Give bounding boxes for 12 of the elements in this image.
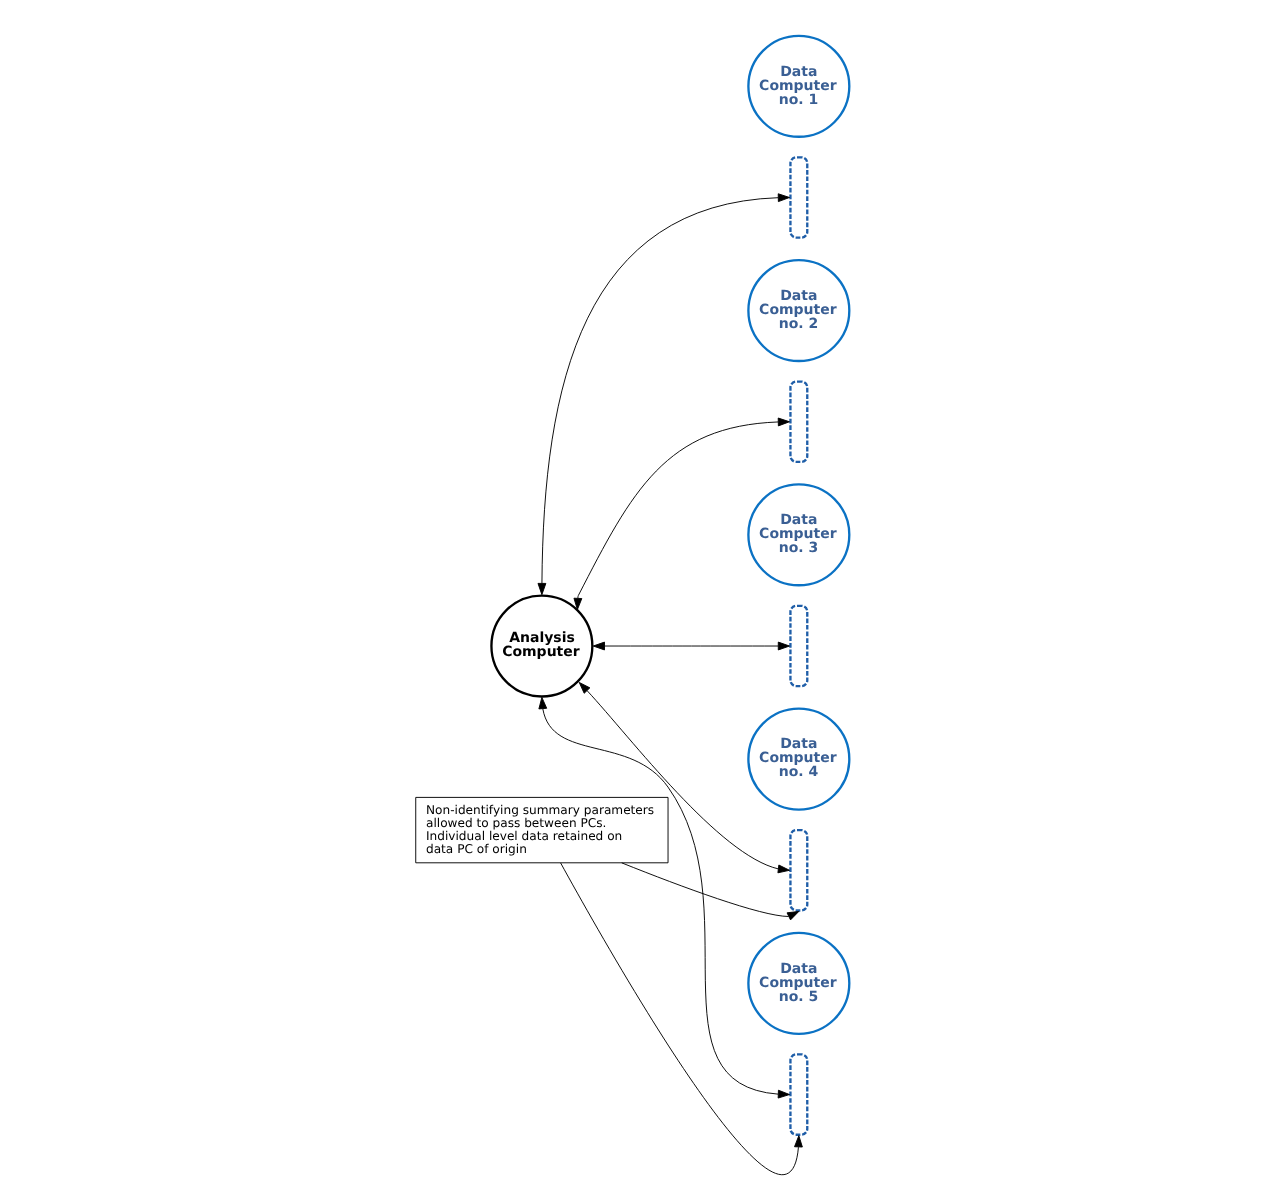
node-arc	[789, 380, 809, 464]
arrow	[573, 417, 790, 611]
arrow	[538, 696, 790, 1099]
arrow	[578, 682, 790, 874]
arrow	[592, 641, 790, 651]
arrow	[621, 862, 800, 921]
arrow	[537, 193, 790, 596]
node-arc	[789, 604, 809, 688]
node-arc	[789, 156, 809, 239]
node-arc	[789, 1053, 809, 1136]
arrow	[560, 862, 803, 1176]
node-arc	[789, 828, 809, 912]
